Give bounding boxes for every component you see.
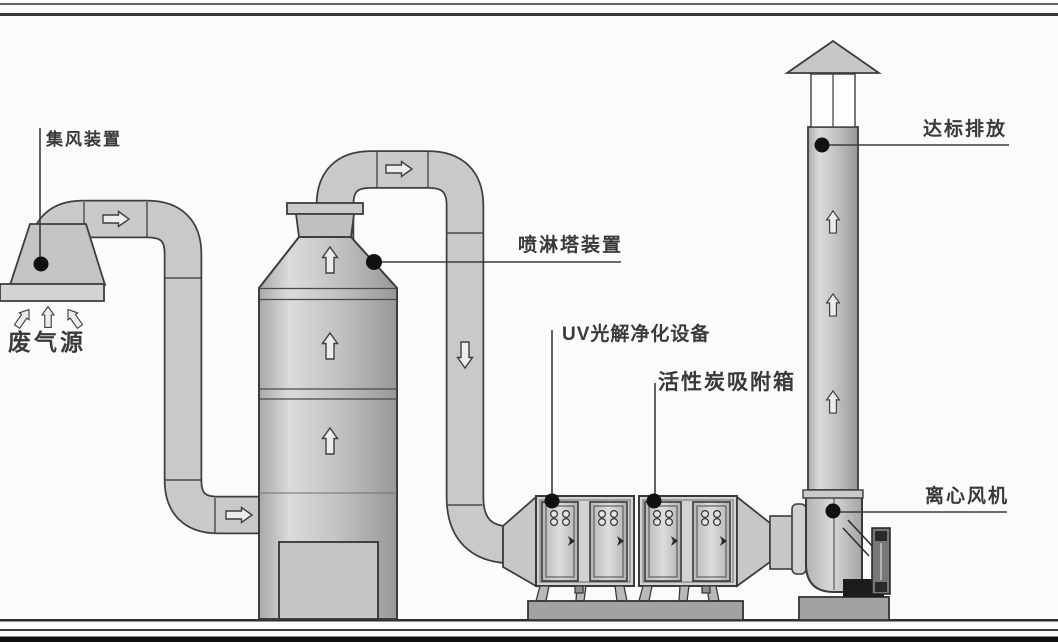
exhaust-stack <box>784 39 882 499</box>
fan-brace <box>842 519 875 557</box>
door-vent-holes <box>652 510 721 526</box>
label-emission: 达标排放 <box>923 119 1008 140</box>
frame-border-top <box>0 3 1058 16</box>
collection-hood <box>0 223 107 302</box>
tower-neck <box>294 213 356 238</box>
label-fan: 离心风机 <box>925 486 1010 507</box>
label-waste-gas-source: 废气源 <box>8 329 86 355</box>
flow-arrow-up-icon <box>11 305 35 331</box>
spray-tower <box>258 202 398 620</box>
leader-lines <box>39 128 1009 513</box>
cabinet-legs <box>638 585 720 602</box>
fan-motor <box>871 527 891 595</box>
door-handles <box>671 536 727 546</box>
inlet-diffuser <box>502 495 537 588</box>
centrifugal-fan <box>805 496 891 597</box>
rain-cap <box>784 39 882 74</box>
label-spray-tower: 喷淋塔装置 <box>518 235 624 256</box>
cabinet-platform <box>527 600 744 621</box>
label-gas-collection: 集风装置 <box>46 130 122 149</box>
fan-pedestal <box>798 596 890 621</box>
tower-section-seams <box>259 287 397 494</box>
tower-top-flange <box>286 202 364 215</box>
uv-photolysis-unit <box>535 495 635 602</box>
equipment-platforms <box>527 596 890 621</box>
flow-arrow-up-icon <box>62 305 86 331</box>
tower-base-panel <box>278 541 379 620</box>
outlet-cone-duct <box>736 495 807 588</box>
door-vent-holes <box>549 510 618 526</box>
label-uv-unit: UV光解净化设备 <box>562 324 711 345</box>
fan-inlet-flange <box>791 503 807 575</box>
cabinet-legs <box>535 585 628 602</box>
door-handles <box>568 536 624 546</box>
cabinet-doors <box>541 501 628 582</box>
label-carbon-box: 活性炭吸附箱 <box>658 371 796 394</box>
marker-dots <box>33 137 841 519</box>
stack-base-flange <box>802 489 864 499</box>
ground-lines <box>0 619 1058 642</box>
flow-arrow-up-icon <box>41 306 55 328</box>
activated-carbon-unit <box>638 495 738 602</box>
